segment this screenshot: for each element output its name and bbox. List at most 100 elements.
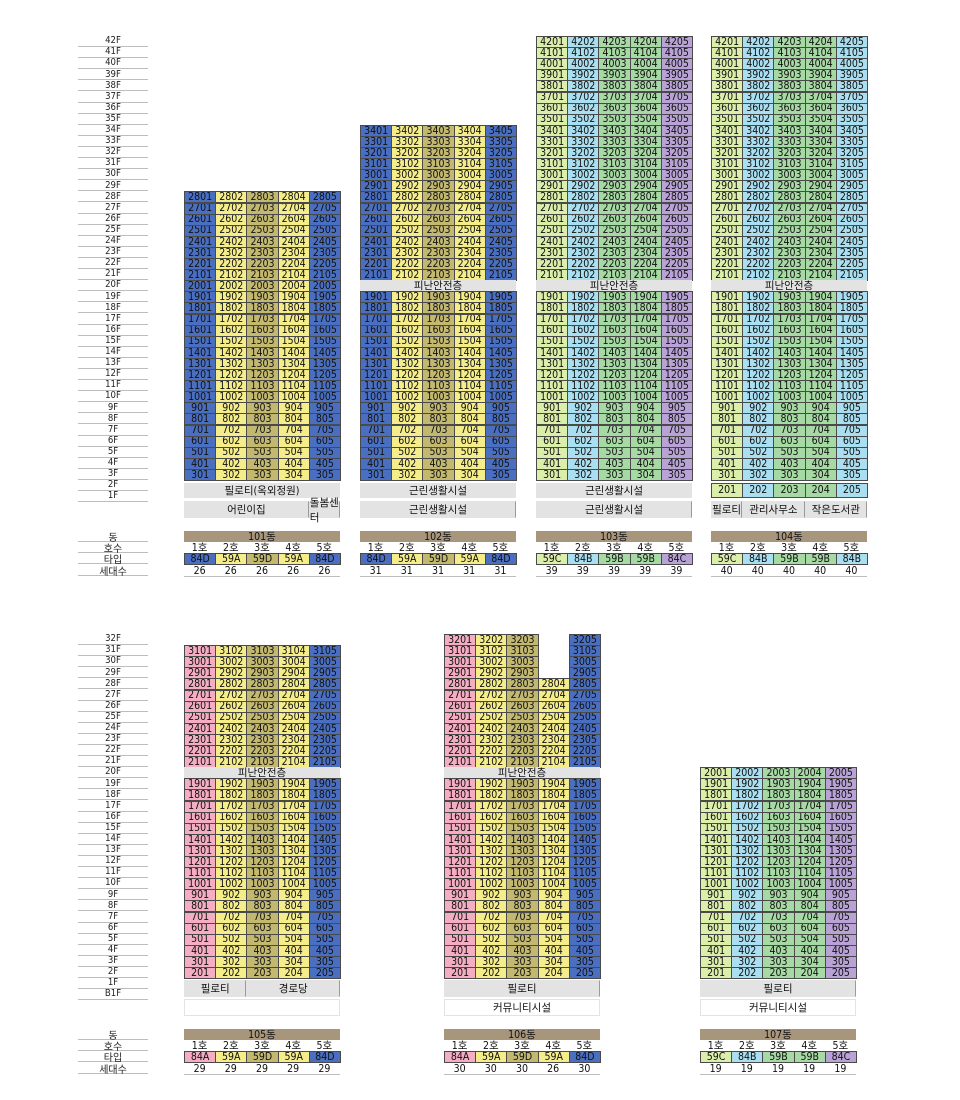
ho-label: 2호 bbox=[398, 542, 415, 554]
floor-label: 29F bbox=[78, 667, 148, 679]
dong-header: 103동 bbox=[536, 531, 692, 543]
ground-facility-label: 근린생활시설 bbox=[360, 483, 516, 499]
ho-label: 3호 bbox=[770, 1040, 786, 1052]
floor-label: 28F bbox=[78, 191, 148, 203]
floor-label: 24F bbox=[78, 723, 148, 734]
floor-label: 35F bbox=[78, 114, 148, 125]
unit-cell: 905 bbox=[484, 402, 517, 415]
unit-cell: 205 bbox=[308, 967, 341, 980]
ground-facility-label: 필로티 bbox=[700, 980, 856, 998]
ho-label: 2호 bbox=[222, 542, 239, 554]
unit-type-cell: 59A bbox=[215, 553, 248, 565]
ho-label: 3호 bbox=[606, 542, 622, 554]
unit-type-cell: 84B bbox=[731, 1051, 764, 1063]
unit-cell: 302 bbox=[567, 468, 600, 481]
ground-facility-label: 필로티 bbox=[444, 980, 600, 998]
ground-facility-label: 근린생활시설 bbox=[536, 483, 692, 499]
unit-type-cell: 84D bbox=[360, 553, 393, 565]
floor-label: 37F bbox=[78, 92, 148, 103]
unit-count: 40 bbox=[814, 564, 827, 577]
unit-count: 40 bbox=[845, 564, 858, 577]
unit-cell: 305 bbox=[660, 468, 693, 481]
dong-header: 101동 bbox=[184, 531, 340, 543]
unit-cell: 301 bbox=[184, 468, 217, 481]
floor-label: 30F bbox=[78, 169, 148, 181]
floor-label: 31F bbox=[78, 158, 148, 170]
unit-cell: 204 bbox=[793, 967, 826, 980]
floor-label: 41F bbox=[78, 47, 148, 59]
unit-type-cell: 84A bbox=[444, 1051, 477, 1063]
floor-label: 26F bbox=[78, 701, 148, 712]
legend-row-label: 타입 bbox=[78, 553, 148, 566]
unit-cell: 301 bbox=[711, 468, 744, 481]
floor-label: 14F bbox=[78, 347, 148, 358]
floor-label: 8F bbox=[78, 413, 148, 425]
unit-count: 29 bbox=[224, 1062, 237, 1075]
unit-cell: 304 bbox=[277, 468, 310, 481]
floor-label: 32F bbox=[78, 634, 148, 646]
floor-label: 16F bbox=[78, 812, 148, 823]
unit-cell: 205 bbox=[568, 967, 601, 980]
unit-cell: 2905 bbox=[660, 180, 693, 193]
ground-facility-label: 작은도서관 bbox=[804, 501, 867, 519]
floor-label: 26F bbox=[78, 214, 148, 225]
unit-cell: 304 bbox=[453, 468, 486, 481]
unit-type-cell: 59C bbox=[711, 553, 744, 565]
ground-facility-label: 관리사무소 bbox=[742, 501, 805, 519]
unit-cell: 305 bbox=[484, 468, 517, 481]
ho-label: 4호 bbox=[637, 542, 654, 554]
ho-label: 1호 bbox=[707, 1040, 724, 1052]
unit-count: 39 bbox=[607, 564, 620, 577]
ho-label: 1호 bbox=[191, 542, 208, 554]
unit-type-cell: 84D bbox=[308, 553, 341, 565]
ground-facility-label bbox=[184, 999, 340, 1017]
ground-facility-label: 필로티 bbox=[184, 980, 247, 998]
unit-type-cell: 84B bbox=[835, 553, 868, 565]
unit-type-cell: 59B bbox=[762, 1051, 795, 1063]
unit-type-cell: 59B bbox=[773, 553, 806, 565]
floor-label: 10F bbox=[78, 391, 148, 403]
floor-label: 7F bbox=[78, 912, 148, 923]
floor-label: 22F bbox=[78, 745, 148, 757]
unit-cell: 305 bbox=[835, 468, 868, 481]
floor-label: 3F bbox=[78, 956, 148, 967]
unit-count: 31 bbox=[431, 564, 444, 577]
floor-label: 15F bbox=[78, 823, 148, 834]
floor-label: 23F bbox=[78, 247, 148, 258]
floor-label: 5F bbox=[78, 447, 148, 458]
unit-cell: 304 bbox=[804, 468, 837, 481]
ho-label: 4호 bbox=[461, 542, 478, 554]
ho-label: 4호 bbox=[285, 542, 302, 554]
legend-row-label: 호수 bbox=[78, 1040, 148, 1053]
unit-type-cell: 59A bbox=[215, 1051, 248, 1063]
unit-type-cell: 84B bbox=[742, 553, 775, 565]
ho-label: 5호 bbox=[668, 542, 685, 554]
floor-label: 11F bbox=[78, 380, 148, 392]
unit-count: 30 bbox=[453, 1062, 466, 1075]
floor-label: 11F bbox=[78, 867, 148, 879]
ho-label: 3호 bbox=[254, 542, 270, 554]
unit-count: 29 bbox=[193, 1062, 206, 1075]
ho-label: 2호 bbox=[738, 1040, 755, 1052]
unit-cell: 303 bbox=[422, 468, 455, 481]
dong-header: 105동 bbox=[184, 1029, 340, 1041]
floor-label: 9F bbox=[78, 402, 148, 414]
floor-label: 13F bbox=[78, 845, 148, 856]
unit-count: 19 bbox=[709, 1062, 722, 1075]
unit-count: 26 bbox=[193, 564, 206, 577]
floor-label: 12F bbox=[78, 856, 148, 868]
floor-label: 10F bbox=[78, 878, 148, 890]
ho-label: 1호 bbox=[191, 1040, 208, 1052]
floor-label: 14F bbox=[78, 834, 148, 845]
refuge-floor-bar: 피난안전층 bbox=[536, 280, 692, 292]
floor-label: 6F bbox=[78, 923, 148, 934]
floor-label: 12F bbox=[78, 369, 148, 381]
floor-label: 29F bbox=[78, 180, 148, 192]
dong-header: 107동 bbox=[700, 1029, 856, 1041]
ho-label: 2호 bbox=[222, 1040, 239, 1052]
ho-label: 1호 bbox=[543, 542, 560, 554]
floor-label: 42F bbox=[78, 36, 148, 48]
unit-cell: 301 bbox=[360, 468, 393, 481]
unit-cell: 204 bbox=[537, 967, 570, 980]
